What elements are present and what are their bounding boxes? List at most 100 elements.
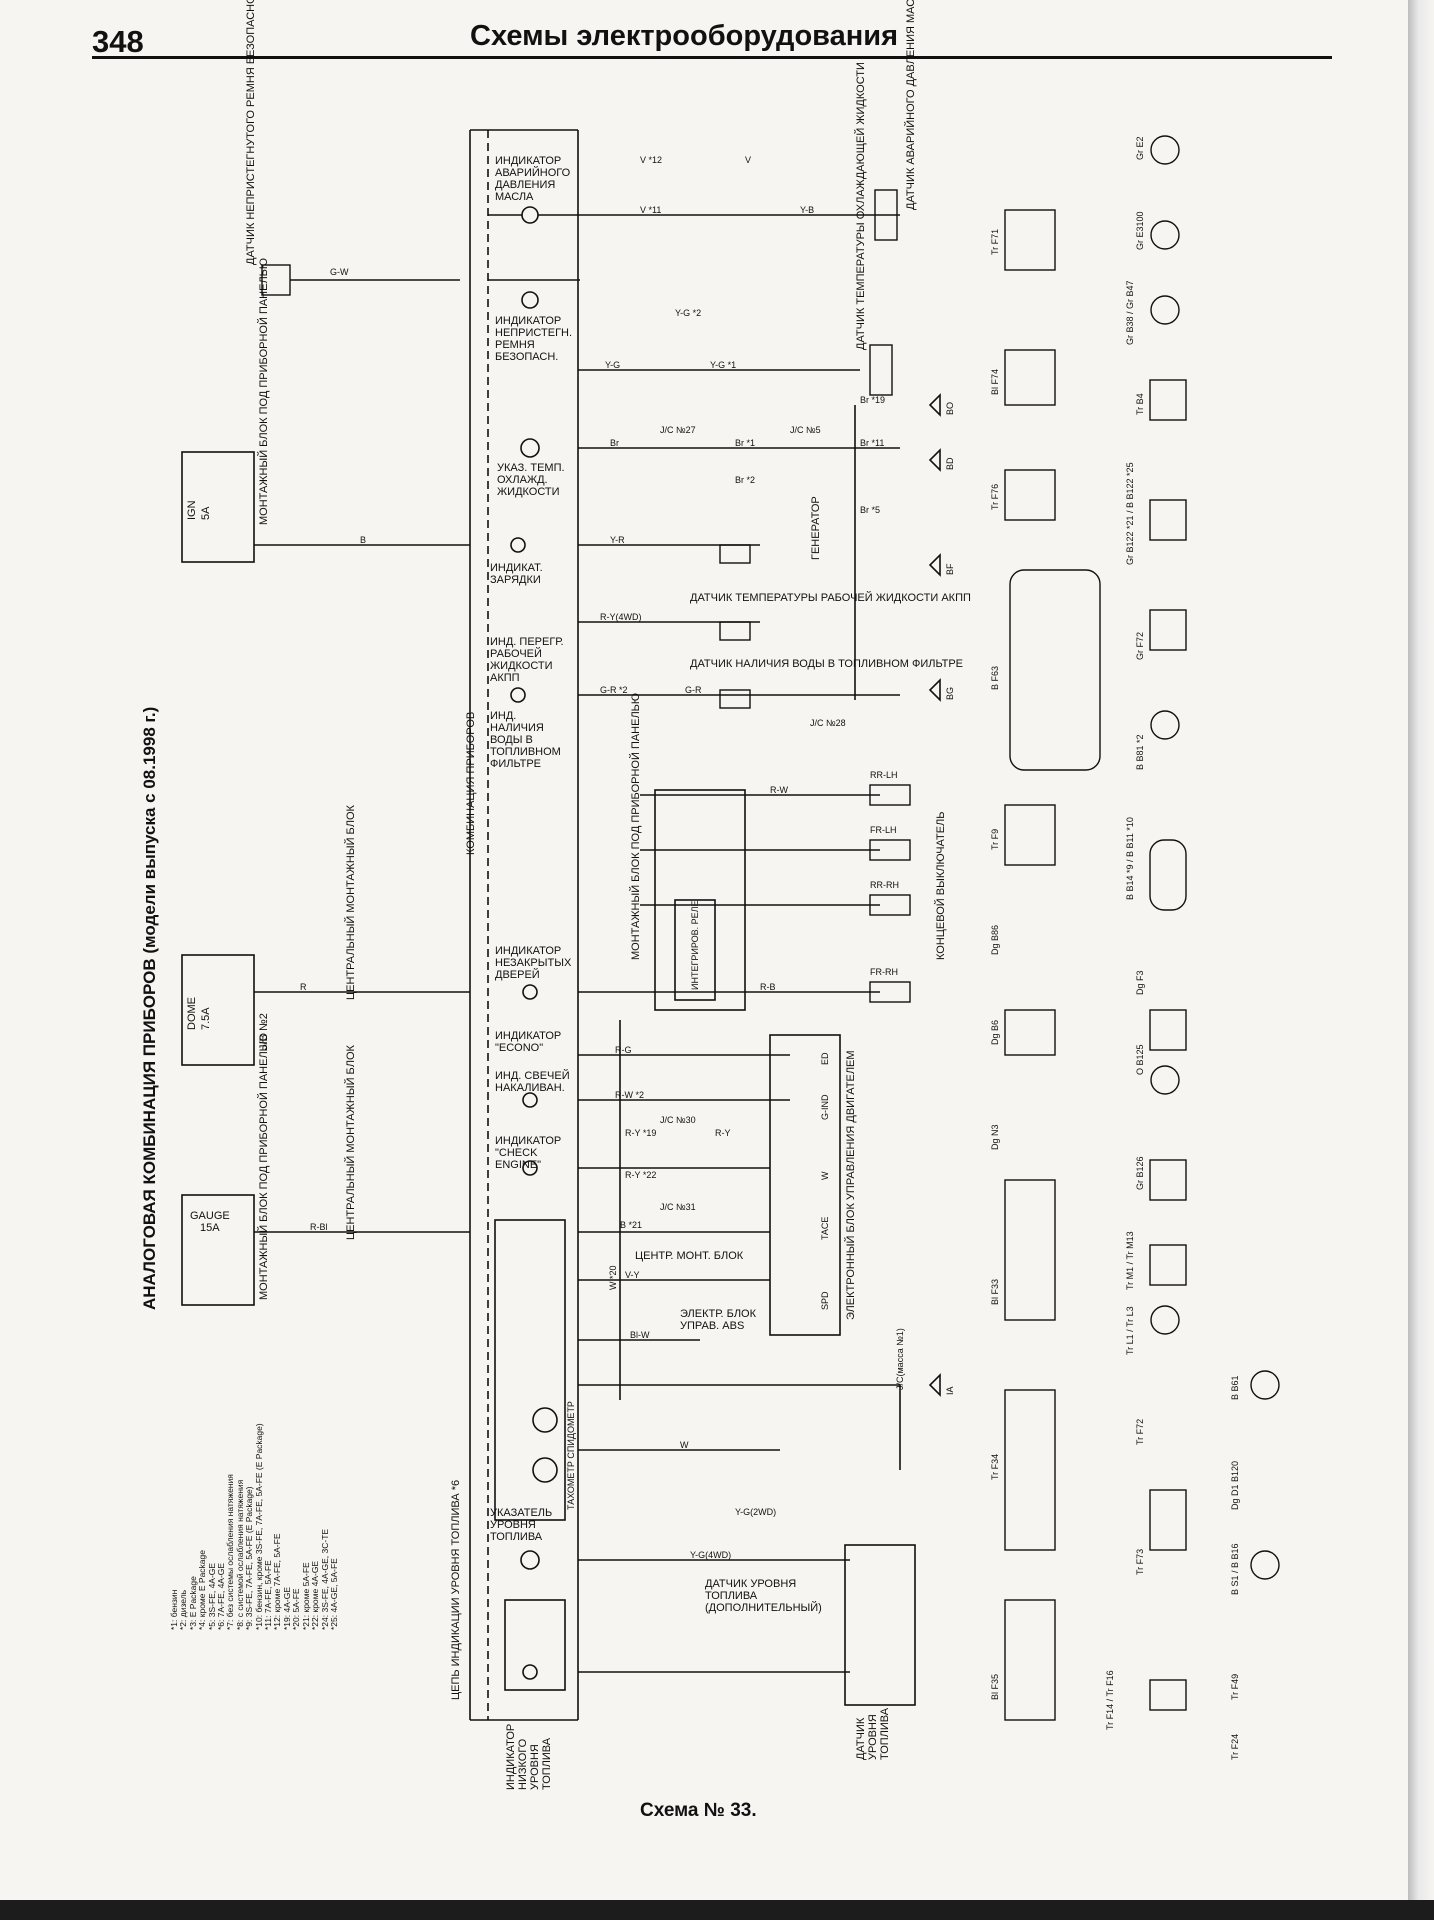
connector-tr-f24: Tr F24 — [1230, 1733, 1240, 1760]
wire-yr: Y-R — [610, 535, 625, 545]
wire-ry19: R-Y *19 — [625, 1128, 657, 1138]
connector-b14-b11: B B14 *9 / B B11 *10 — [1125, 817, 1135, 900]
connector-gr-b126: Gr B126 — [1135, 1156, 1145, 1190]
fuel-indication-circuit: ЦЕПЬ ИНДИКАЦИИ УРОВНЯ ТОПЛИВА *6 — [450, 1479, 462, 1700]
scan-edge-shadow — [1408, 0, 1434, 1920]
connector-bl-f33: Bl F33 — [990, 1278, 1000, 1305]
ground-bo: BO — [945, 401, 955, 415]
ecu-pin-w: W — [820, 1171, 830, 1181]
junction-jc30: J/C №30 — [660, 1115, 696, 1125]
wire-rb: R-B — [760, 982, 776, 992]
fuse-gauge-block-label: МОНТАЖНЫЙ БЛОК ПОД ПРИБОРНОЙ ПАНЕЛЬЮ — [258, 1032, 270, 1300]
indicator-econo: ИНДИКАТОР "ECONO" — [495, 1030, 562, 1054]
wire-br5: Br *5 — [860, 505, 881, 515]
connector-tr-f71: Tr F71 — [990, 228, 1000, 255]
connector-tr-f73: Tr F73 — [1135, 1548, 1145, 1575]
wire-gr2: G-R *2 — [600, 685, 628, 695]
connector-tr-f34: Tr F34 — [990, 1453, 1000, 1480]
indicator-water-in-fuel: ИНД. НАЛИЧИЯ ВОДЫ В ТОПЛИВНОМ ФИЛЬТРЕ — [490, 710, 561, 770]
wire-w: W — [680, 1440, 689, 1450]
wire-w20: W *20 — [608, 1265, 618, 1290]
sub-fuel-sender: ДАТЧИК УРОВНЯ ТОПЛИВА (ДОПОЛНИТЕЛЬНЫЙ) — [705, 1578, 822, 1614]
ecu-pin-spd: SPD — [820, 1291, 830, 1310]
connector-dg-f3: Dg F3 — [1135, 970, 1145, 995]
connector-tr-f76: Tr F76 — [990, 483, 1000, 510]
indicator-door-ajar: ИНДИКАТОР НЕЗАКРЫТЫХ ДВЕРЕЙ — [495, 945, 572, 981]
wire-blw: Bl-W — [630, 1330, 650, 1340]
indicator-seat-belt: ИНДИКАТОР НЕПРИСТЕГН. РЕМНЯ БЕЗОПАСН. — [495, 315, 573, 363]
fuse-dome-name: DOME — [186, 997, 198, 1030]
indicator-atf-temp: ИНД. ПЕРЕГР. РАБОЧЕЙ ЖИДКОСТИ АКПП — [490, 636, 564, 684]
header-rule — [92, 56, 1332, 59]
wire-rw: R-W — [770, 785, 788, 795]
ecu-pin-tace: TACE — [820, 1216, 830, 1240]
door-switch-fr-rh: FR-RH — [870, 967, 898, 977]
connector-tr-l1: Tr L1 / Tr L3 — [1125, 1306, 1135, 1355]
ecu-pin-ed: ED — [820, 1052, 830, 1065]
connector-gr-f72: Gr F72 — [1135, 631, 1145, 660]
indicator-coolant-temp: УКАЗ. ТЕМП. ОХЛАЖД. ЖИДКОСТИ — [497, 462, 565, 498]
sensor-seat-belt: ДАТЧИК НЕПРИСТЕГНУТОГО РЕМНЯ БЕЗОПАСНОСТ… — [245, 0, 257, 265]
fuse-gauge-name: GAUGE — [190, 1210, 230, 1222]
wire-gr: G-R — [685, 685, 702, 695]
wire-yg-2wd: Y-G(2WD) — [735, 1507, 777, 1517]
engine-ecu-label: ЭЛЕКТРОННЫЙ БЛОК УПРАВЛЕНИЯ ДВИГАТЕЛЕМ — [845, 1050, 857, 1320]
cluster-label: КОМБИНАЦИЯ ПРИБОРОВ — [465, 711, 477, 855]
wire-yg2: Y-G *2 — [675, 308, 702, 318]
fuse-box-dome — [181, 954, 255, 1066]
sensor-coolant-temp: ДАТЧИК ТЕМПЕРАТУРЫ ОХЛАЖДАЮЩЕЙ ЖИДКОСТИ — [855, 62, 867, 350]
central-block-1: ЦЕНТРАЛЬНЫЙ МОНТАЖНЫЙ БЛОК — [345, 805, 357, 1000]
wire-v: V — [745, 155, 752, 165]
fuse-box-gauge — [181, 1194, 255, 1306]
wire-gw: G-W — [330, 267, 349, 277]
ground-ia: IA — [945, 1386, 955, 1395]
junction-jc5: J/C №5 — [790, 425, 821, 435]
fuse-ign-rating: 5A — [200, 506, 212, 520]
wire-v12: V *12 — [640, 155, 663, 165]
fuse-box-ign — [181, 451, 255, 563]
junction-jc28: J/C №28 — [810, 718, 846, 728]
connector-tr-f9: Tr F9 — [990, 828, 1000, 850]
wire-yg1: Y-G *1 — [710, 360, 737, 370]
door-switch-rr-rh: RR-RH — [870, 880, 899, 890]
wire-rw2: R-W *2 — [615, 1090, 644, 1100]
junction-ground-1: J/C(масса №1) — [895, 1328, 905, 1390]
connector-tr-f14: Tr F14 / Tr F16 — [1105, 1670, 1115, 1730]
indicator-glow-plug: ИНД. СВЕЧЕЙ НАКАЛИВАН. — [495, 1070, 570, 1094]
scan-bottom-edge — [0, 1900, 1434, 1920]
connector-gr-e3100: Gr E3100 — [1135, 211, 1145, 250]
gauge-fuel-level: УКАЗАТЕЛЬ УРОВНЯ ТОПЛИВА — [490, 1507, 553, 1543]
fuel-sender: ДАТЧИК УРОВНЯ ТОПЛИВА — [855, 1707, 891, 1760]
abs-ecu-label: ЭЛЕКТР. БЛОК УПРАВ. ABS — [680, 1308, 756, 1332]
wire-br2: Br *2 — [735, 475, 756, 485]
wire-yg-4wd: Y-G(4WD) — [690, 1550, 732, 1560]
fuse-gauge-rating: 15A — [200, 1222, 220, 1234]
connector-gr-b38: Gr B38 / Gr B47 — [1125, 280, 1135, 345]
door-switch-rr-lh: RR-LH — [870, 770, 898, 780]
wire-br19: Br *19 — [860, 395, 886, 405]
diagram-caption: Схема № 33. — [640, 1800, 757, 1821]
connector-dg-b6: Dg B6 — [990, 1019, 1000, 1045]
central-block-2: ЦЕНТРАЛЬНЫЙ МОНТАЖНЫЙ БЛОК — [345, 1045, 357, 1240]
wire-b: B — [360, 535, 367, 545]
sensor-water-in-fuel: ДАТЧИК НАЛИЧИЯ ВОДЫ В ТОПЛИВНОМ ФИЛЬТРЕ — [690, 658, 964, 670]
central-jb-label: ЦЕНТР. МОНТ. БЛОК — [635, 1250, 744, 1262]
connector-b-f63: B F63 — [990, 665, 1000, 690]
fuse-ign-block-label: МОНТАЖНЫЙ БЛОК ПОД ПРИБОРНОЙ ПАНЕЛЬЮ — [258, 257, 270, 525]
footnote: *25: 4A-GE, 5A-FE — [328, 1558, 339, 1630]
ground-bg: BG — [945, 686, 955, 700]
fuse-ign-name: IGN — [186, 500, 198, 520]
connector-tr-m1: Tr M1 / Tr M13 — [1125, 1231, 1135, 1290]
wire-ry: R-Y — [715, 1128, 731, 1138]
sensor-oil-pressure: ДАТЧИК АВАРИЙНОГО ДАВЛЕНИЯ МАСЛА — [905, 0, 917, 210]
wire-br11: Br *11 — [860, 438, 885, 448]
junction-jc27: J/C №27 — [660, 425, 696, 435]
connector-b122: Gr B122 *21 / B B122 *25 — [1125, 462, 1135, 565]
door-switch-fr-lh: FR-LH — [870, 825, 897, 835]
ground-bf: BF — [945, 563, 955, 575]
door-switch-label: КОНЦЕВОЙ ВЫКЛЮЧАТЕЛЬ — [935, 811, 947, 961]
connector-gr-e2: Gr E2 — [1135, 136, 1145, 160]
instrument-panel-jb: МОНТАЖНЫЙ БЛОК ПОД ПРИБОРНОЙ ПАНЕЛЬЮ — [630, 692, 642, 960]
